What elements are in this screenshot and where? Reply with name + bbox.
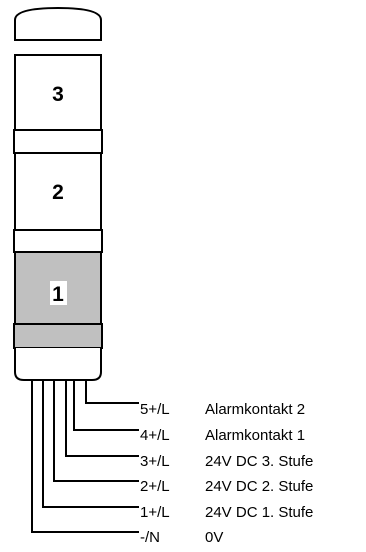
segment-1-label: 1 (52, 283, 64, 306)
description-3: 24V DC 3. Stufe (205, 453, 313, 470)
segment-1-label-box (50, 281, 67, 305)
description-n: 0V (205, 529, 223, 546)
segment-1-separator (13, 323, 103, 349)
wire-1 (42, 380, 139, 508)
description-5: Alarmkontakt 2 (205, 401, 305, 418)
segment-2-body (14, 152, 102, 231)
description-2: 24V DC 2. Stufe (205, 478, 313, 495)
segment-3-label: 3 (52, 83, 64, 106)
terminal-label-1: 1+/L (140, 504, 170, 521)
segment-2-label: 2 (52, 181, 64, 204)
terminal-label-3: 3+/L (140, 453, 170, 470)
tower-base (14, 348, 102, 381)
description-1: 24V DC 1. Stufe (205, 504, 313, 521)
segment-3-separator (13, 129, 103, 154)
wire-4 (73, 380, 139, 431)
terminal-label-n: -/N (140, 529, 160, 546)
wire-3 (65, 380, 139, 457)
segment-3-body (14, 54, 102, 131)
wire-n (31, 380, 139, 533)
tower-cap (14, 6, 102, 41)
segment-2-separator (13, 229, 103, 253)
terminal-label-4: 4+/L (140, 427, 170, 444)
terminal-label-5: 5+/L (140, 401, 170, 418)
terminal-label-2: 2+/L (140, 478, 170, 495)
description-4: Alarmkontakt 1 (205, 427, 305, 444)
wire-2 (53, 380, 139, 482)
wire-5 (85, 380, 139, 404)
